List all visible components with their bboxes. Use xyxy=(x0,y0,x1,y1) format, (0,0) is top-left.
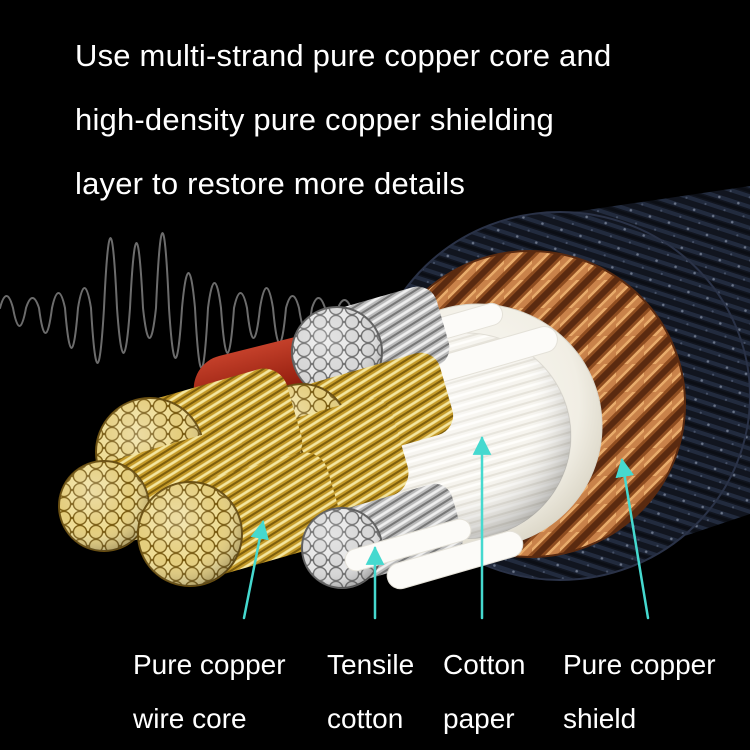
label-tensile-cotton: Tensile cotton xyxy=(327,638,414,746)
label-line: Pure copper xyxy=(133,649,286,680)
headline: Use multi-strand pure copper core and hi… xyxy=(75,24,611,216)
headline-line-2: high-density pure copper shielding xyxy=(75,102,554,137)
label-line: Cotton xyxy=(443,649,526,680)
label-line: shield xyxy=(563,703,637,734)
headline-line-1: Use multi-strand pure copper core and xyxy=(75,38,612,73)
callout-arrow-copper-shield xyxy=(615,458,650,620)
label-line: Pure copper xyxy=(563,649,716,680)
waveform-graphic xyxy=(0,232,391,369)
label-cotton-paper: Cotton paper xyxy=(443,638,526,746)
label-line: cotton xyxy=(327,703,404,734)
label-pure-copper-wire-core: Pure copper wire core xyxy=(133,638,286,746)
label-line: Tensile xyxy=(327,649,415,680)
label-pure-copper-shield: Pure copper shield xyxy=(563,638,716,746)
label-line: paper xyxy=(443,703,515,734)
callout-arrow-wire-core xyxy=(242,520,269,620)
headline-line-3: layer to restore more details xyxy=(75,166,466,201)
label-line: wire core xyxy=(133,703,247,734)
